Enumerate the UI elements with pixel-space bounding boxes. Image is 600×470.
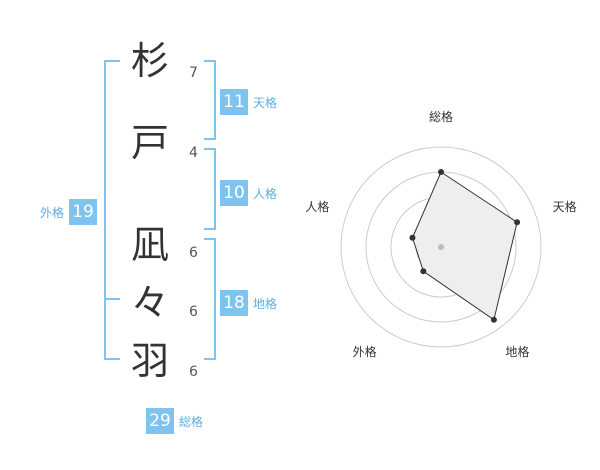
stroke-count-5: 6 [189,364,198,380]
tenkaku-value: 11 [220,89,248,115]
gaikaku-value: 19 [69,199,98,225]
jinkaku-bracket [204,148,216,230]
radar-axis-label-3: 地格 [505,344,529,359]
tenkaku-label: 天格 [253,95,278,110]
tenkaku-badge: 11 天格 [220,89,277,115]
soukaku-badge: 29 総格 [146,408,203,434]
soukaku-value: 29 [146,408,174,434]
chikaku-badge: 18 地格 [220,290,277,316]
chikaku-value: 18 [220,290,248,316]
name-char-3: 凪 [130,223,169,267]
radar-polygon [411,171,518,321]
stroke-count-1: 7 [189,65,198,81]
radar-point-5 [409,234,416,241]
radar-point-2 [514,219,521,226]
name-char-4: 々 [130,281,169,325]
jinkaku-label: 人格 [253,186,278,201]
jinkaku-value: 10 [220,180,248,206]
radar-point-3 [490,316,497,323]
radar-axis-label-2: 天格 [553,199,577,214]
gaikaku-label: 外格 [40,205,65,220]
gaikaku-badge: 外格 19 [40,199,98,225]
stroke-count-2: 4 [189,145,198,161]
tenkaku-bracket [204,60,216,140]
jinkaku-badge: 10 人格 [220,180,277,206]
radar-axis-label-4: 外格 [353,344,377,359]
gaikaku-bracket [104,60,120,360]
name-char-5: 羽 [130,339,169,383]
chikaku-label: 地格 [253,296,278,311]
radar-points [409,169,521,323]
radar-point-4 [420,268,427,275]
soukaku-label: 総格 [179,414,204,429]
radar-axis-label-5: 人格 [305,199,329,214]
name-char-2: 戸 [130,121,169,165]
stroke-count-4: 6 [189,304,198,320]
radar-axis-label-1: 総格 [429,110,453,124]
radar-center-dot [438,244,444,250]
name-char-1: 杉 [130,39,169,83]
chikaku-bracket [204,238,216,360]
stroke-count-3: 6 [189,245,198,261]
radar-point-1 [438,169,444,175]
gaikaku-bracket-tick [104,298,120,300]
radar-ring [340,146,542,348]
